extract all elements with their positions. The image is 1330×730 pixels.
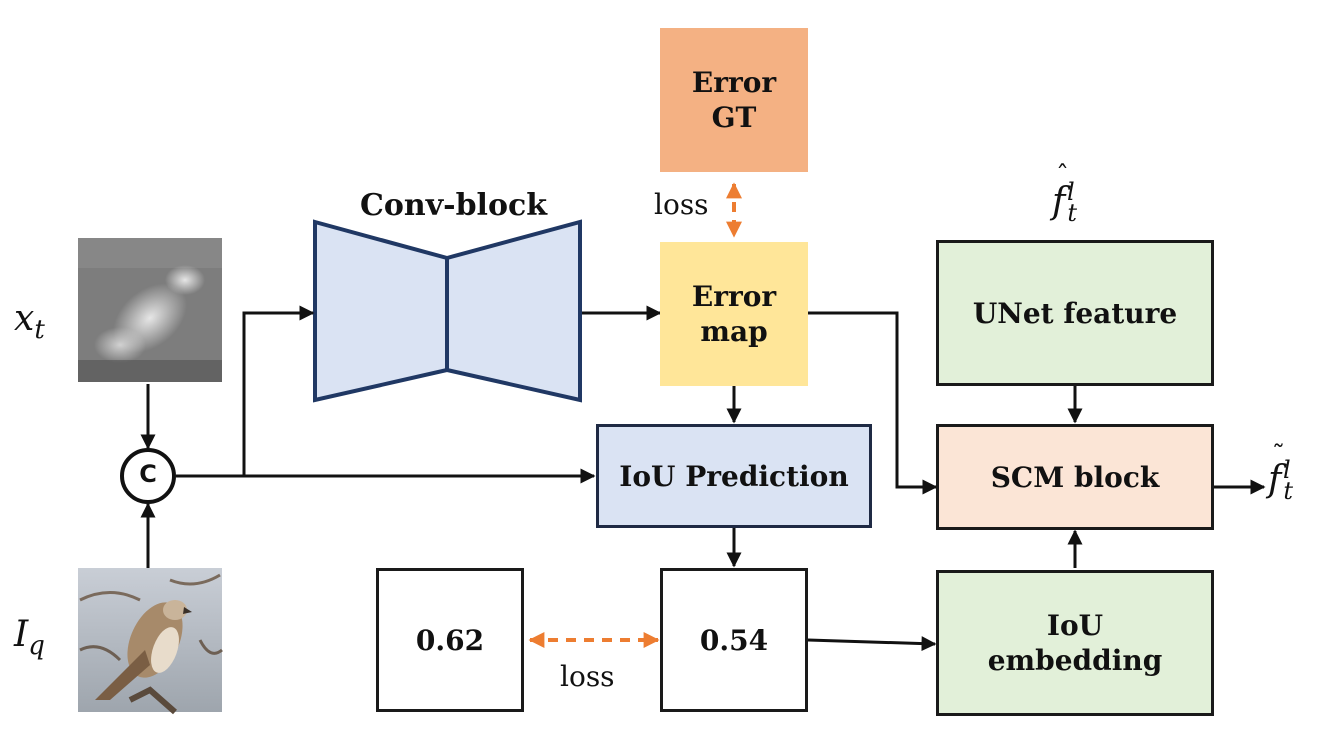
pred-iou-value-box: 0.54 bbox=[660, 568, 808, 712]
f-tilde-base: f bbox=[1268, 459, 1282, 500]
arrow-error-map-to-scm bbox=[807, 311, 938, 495]
iq-base: I bbox=[14, 614, 29, 655]
unet-feature-box: UNet feature bbox=[936, 240, 1214, 386]
iou-prediction-label: IoU Prediction bbox=[619, 459, 849, 493]
error-gt-line1: Error bbox=[691, 66, 777, 99]
conv-block-label: Conv-block bbox=[360, 188, 548, 223]
xt-label: xt bbox=[14, 298, 45, 345]
error-map-box: Error map bbox=[660, 242, 808, 386]
query-image-bird bbox=[78, 568, 223, 715]
unet-feature-label: UNet feature bbox=[972, 296, 1178, 330]
gt-iou-value-box: 0.62 bbox=[376, 568, 524, 712]
loss-label-top: loss bbox=[654, 188, 709, 221]
loss-label-bottom: loss bbox=[560, 660, 615, 693]
concat-symbol: C bbox=[139, 460, 157, 488]
scm-block-label: SCM block bbox=[990, 460, 1160, 494]
scm-block-box: SCM block bbox=[936, 424, 1214, 530]
tilde-accent: ˜ bbox=[1272, 441, 1285, 471]
iq-subscript: q bbox=[28, 631, 45, 662]
f-hat-superscript: l bbox=[1066, 178, 1075, 206]
f-hat-subscript: t bbox=[1067, 199, 1077, 228]
xt-base: x bbox=[14, 298, 35, 339]
f-tilde-base-wrap: ˜f bbox=[1268, 441, 1285, 500]
iq-label: Iq bbox=[14, 614, 45, 661]
conv-block-encoder bbox=[313, 219, 449, 403]
gt-iou-value: 0.62 bbox=[415, 623, 485, 657]
hat-accent: ˆ bbox=[1056, 161, 1069, 191]
error-map-line2: map bbox=[700, 315, 768, 348]
error-map-line1: Error bbox=[691, 280, 777, 313]
f-hat-base: f bbox=[1052, 181, 1066, 222]
f-tilde-label: ˜ftl bbox=[1268, 441, 1299, 506]
error-gt-box: Error GT bbox=[660, 28, 808, 172]
connectors bbox=[140, 305, 1266, 652]
iou-prediction-box: IoU Prediction bbox=[596, 424, 872, 528]
iou-embedding-line1: IoU bbox=[1046, 609, 1104, 642]
loss-connectors bbox=[528, 182, 742, 648]
xt-latent-image bbox=[78, 238, 222, 382]
conv-block-decoder bbox=[445, 219, 582, 403]
iou-embedding-line2: embedding bbox=[987, 644, 1163, 677]
concat-node bbox=[120, 448, 176, 504]
iou-embedding-box: IoU embedding bbox=[936, 570, 1214, 716]
f-tilde-superscript: l bbox=[1282, 456, 1291, 484]
xt-subscript: t bbox=[34, 315, 45, 346]
f-tilde-subscript: t bbox=[1283, 477, 1293, 506]
error-gt-line2: GT bbox=[711, 101, 757, 134]
pred-iou-value: 0.54 bbox=[699, 623, 769, 657]
arrow-concat-to-conv bbox=[242, 305, 315, 476]
arrow-value-to-iou-embedding bbox=[807, 636, 937, 652]
